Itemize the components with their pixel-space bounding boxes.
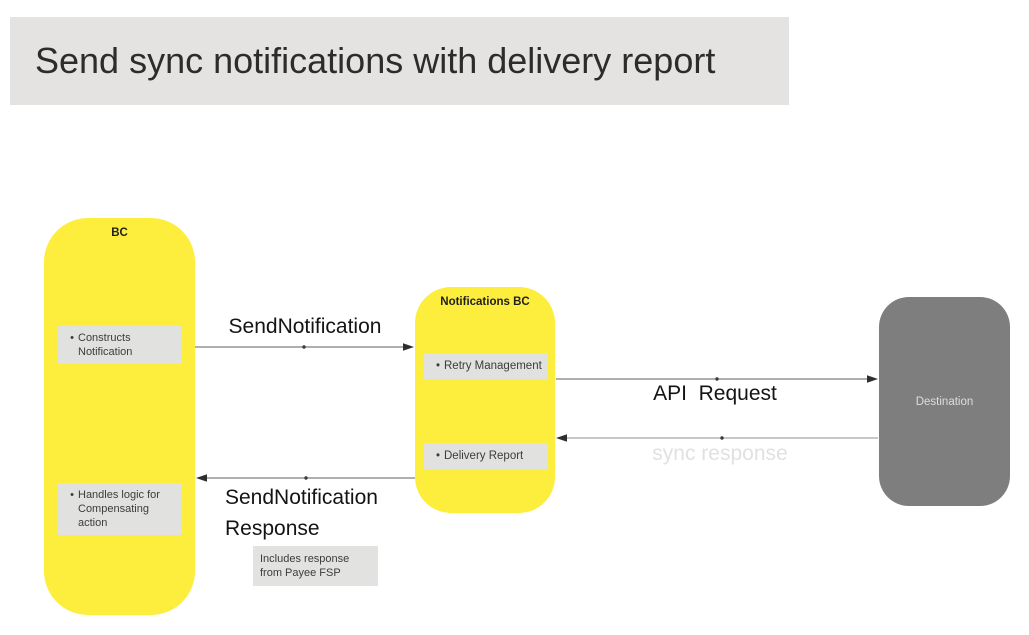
- node-destination[interactable]: Destination: [879, 297, 1010, 506]
- connector-label-api-request[interactable]: API Request: [653, 382, 777, 405]
- nbc-item-delivery-report[interactable]: • Delivery Report: [424, 443, 548, 469]
- arrowhead-left-icon: [556, 434, 567, 442]
- connector-midpoint-dot[interactable]: [720, 436, 724, 440]
- node-bc-title: BC: [111, 227, 128, 239]
- bullet-icon: •: [435, 360, 441, 372]
- connector-sync-response[interactable]: [556, 434, 878, 442]
- node-notifications-bc-title: Notifications BC: [440, 296, 530, 308]
- nbc-item-retry-management[interactable]: • Retry Management: [424, 353, 548, 379]
- bc-item-constructs-notification[interactable]: • Constructs Notification: [58, 326, 182, 364]
- connector-api-request[interactable]: [556, 375, 878, 383]
- arrowhead-left-icon: [196, 474, 207, 482]
- bc-item-label: Constructs Notification: [78, 332, 133, 358]
- node-notifications-bc[interactable]: Notifications BC • Retry Management • De…: [415, 287, 555, 513]
- bullet-icon: •: [435, 450, 441, 462]
- arrowhead-right-icon: [403, 343, 414, 351]
- bc-item-label: Handles logic for Compensating action: [78, 489, 160, 529]
- connector-midpoint-dot[interactable]: [304, 476, 308, 480]
- bullet-icon: •: [70, 489, 74, 501]
- note-includes-response[interactable]: Includes response from Payee FSP: [253, 546, 378, 586]
- node-bc[interactable]: BC • Constructs Notification • Handles l…: [44, 218, 195, 615]
- connector-send-notification[interactable]: [195, 343, 414, 351]
- connector-midpoint-dot[interactable]: [302, 345, 306, 349]
- connector-midpoint-dot[interactable]: [715, 377, 719, 381]
- connector-label-sync-response[interactable]: sync response: [652, 442, 788, 465]
- connector-label-send-notification[interactable]: SendNotification: [228, 315, 382, 338]
- nbc-item-label: Delivery Report: [444, 450, 524, 462]
- title-banner[interactable]: Send sync notifications with delivery re…: [10, 17, 789, 105]
- bc-item-handles-logic[interactable]: • Handles logic for Compensating action: [58, 483, 182, 535]
- node-destination-title: Destination: [915, 395, 974, 408]
- nbc-item-label: Retry Management: [444, 360, 542, 372]
- arrowhead-right-icon: [867, 375, 878, 383]
- connector-label-send-notification-response[interactable]: SendNotification Response: [225, 486, 378, 540]
- page-title: Send sync notifications with delivery re…: [35, 40, 716, 81]
- connector-send-notification-response[interactable]: [196, 474, 415, 482]
- bullet-icon: •: [70, 332, 74, 344]
